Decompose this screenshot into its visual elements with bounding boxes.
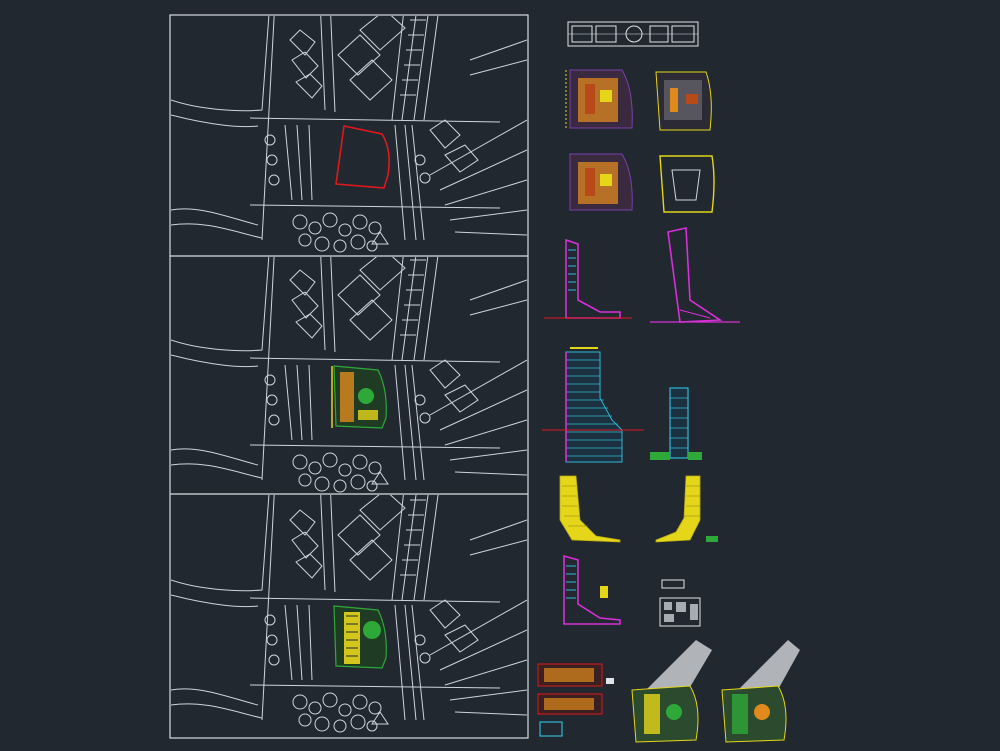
site-plan-roof[interactable]	[171, 480, 527, 733]
section-2[interactable]	[650, 227, 740, 323]
site-plans-panel[interactable]	[169, 0, 529, 739]
drawing-sheets[interactable]	[537, 21, 800, 743]
floor-plan-2[interactable]	[655, 71, 712, 131]
elevation-2[interactable]	[650, 387, 702, 460]
elevation-1[interactable]	[542, 347, 644, 463]
site-plan-existing[interactable]	[171, 0, 527, 253]
ground-floor-layout	[331, 365, 387, 429]
small-plans[interactable]	[537, 663, 614, 737]
facade-2[interactable]	[655, 475, 718, 543]
detail-block[interactable]	[659, 579, 701, 627]
perspective-2[interactable]	[721, 640, 800, 743]
floor-plan-1[interactable]	[565, 69, 633, 129]
facade-1[interactable]	[559, 475, 621, 543]
site-plans-frame	[169, 14, 529, 739]
section-3[interactable]	[563, 554, 621, 625]
section-1[interactable]	[544, 238, 632, 319]
header-elevation-strip[interactable]	[567, 21, 699, 47]
site-plan-ground-floor[interactable]	[171, 240, 527, 493]
perspective-1[interactable]	[631, 640, 712, 743]
floor-plan-3[interactable]	[569, 153, 633, 211]
floor-plan-4[interactable]	[659, 155, 715, 213]
roof-layout	[333, 605, 387, 669]
site-boundary	[335, 125, 390, 189]
